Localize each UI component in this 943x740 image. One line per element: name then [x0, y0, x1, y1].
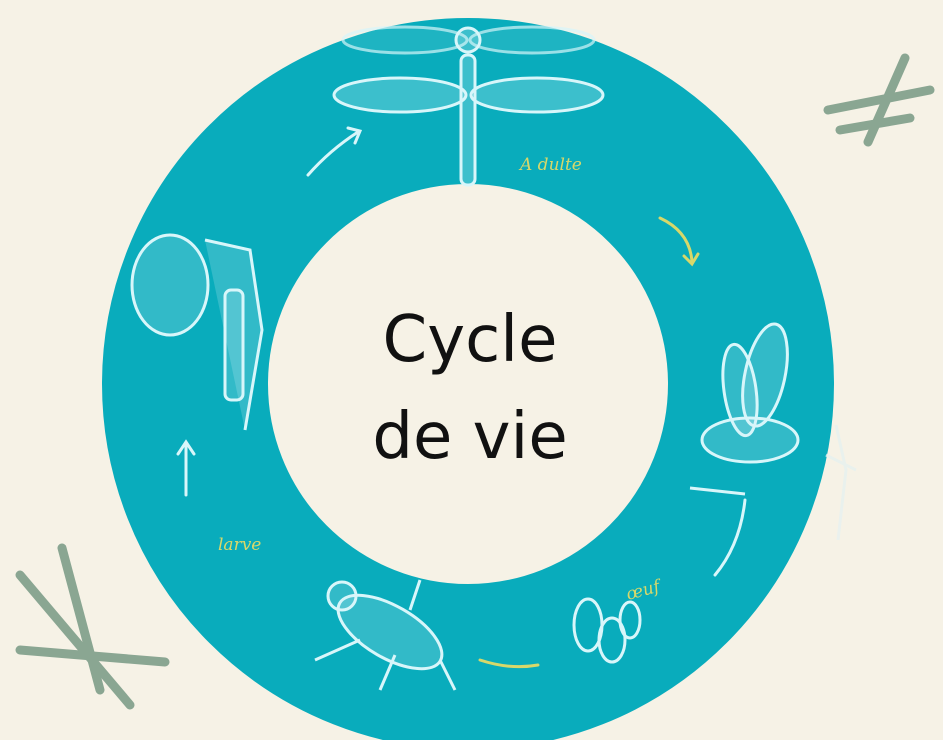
cycle-arrow-icon	[713, 498, 747, 577]
emerging-dragonfly-icon	[689, 322, 800, 496]
title-line-2: de vie	[372, 400, 568, 474]
dragonfly-icon	[332, 25, 605, 187]
stage-label-adult: A dulte	[518, 155, 582, 175]
exuvia-icon	[825, 424, 857, 541]
exuvia-icon	[130, 233, 264, 431]
center-disk	[270, 186, 666, 582]
decor-dragonfly-icon	[823, 53, 935, 147]
decor-dragonfly-icon	[15, 543, 170, 710]
cycle-arrow-icon	[176, 439, 196, 497]
nymph-icon	[314, 579, 457, 691]
cycle-arrow-icon	[478, 658, 540, 669]
egg-cluster-icon	[572, 597, 642, 664]
ring	[102, 18, 834, 740]
cycle-arrow-icon	[658, 216, 700, 267]
cycle-arrow-icon	[306, 126, 363, 177]
stage-label-larva: larve	[218, 535, 261, 555]
title-line-1: Cycle	[382, 303, 558, 377]
